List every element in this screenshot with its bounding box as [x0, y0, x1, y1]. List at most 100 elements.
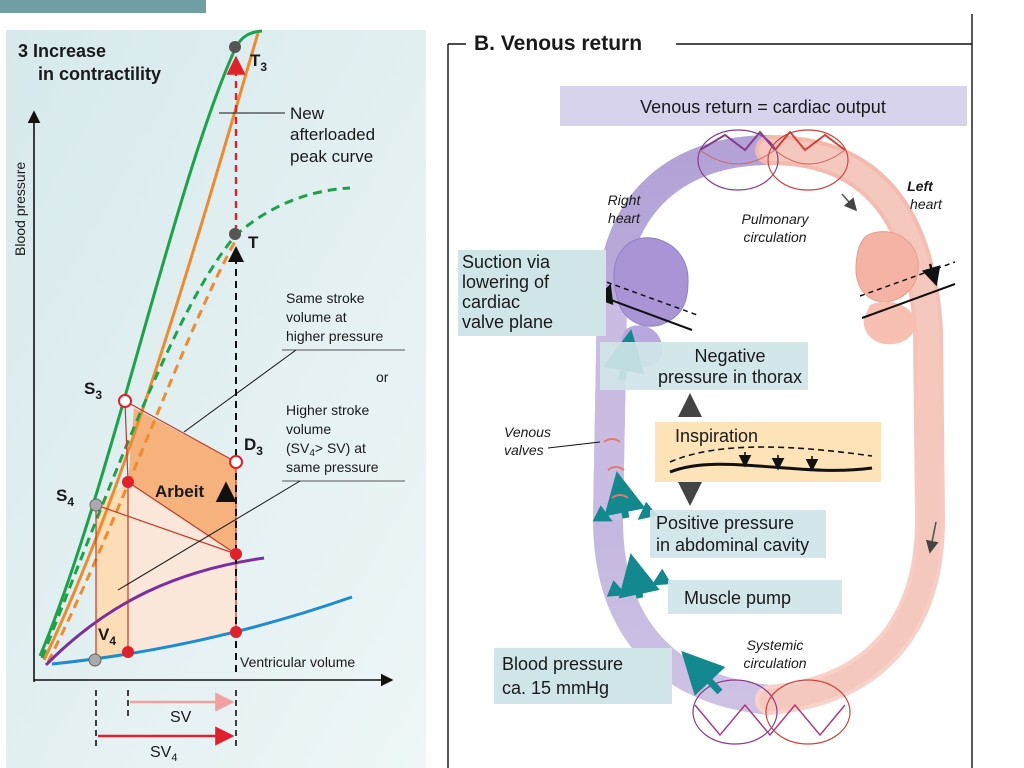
- right-heart-label-1: Right: [608, 192, 642, 208]
- left-valve-shift-arrow: [921, 263, 941, 287]
- vena-cava: [593, 299, 627, 521]
- venous-valves-label-1: Venous: [504, 424, 551, 440]
- equation-box: [560, 86, 967, 126]
- flow-arrow-systemic: [681, 650, 726, 696]
- left-panel-background: [6, 30, 426, 768]
- diaphragm-relaxed-line: [669, 446, 873, 463]
- positive-pressure-box: [650, 510, 826, 558]
- pulmonary-label-2: circulation: [743, 229, 806, 245]
- annotation-new-curve-line-2: afterloaded: [290, 125, 375, 144]
- annotation-higher-sv-line-2: volume: [286, 421, 331, 437]
- passive-filling-curve: [51, 595, 353, 666]
- old-afterloaded-peak-curve: [46, 235, 240, 663]
- pulmonary-capillary-bed: [697, 129, 849, 191]
- loop-line-s-d: [127, 481, 237, 555]
- loop-line-s4-d: [95, 504, 237, 555]
- muscle-pump-label: Muscle pump: [684, 588, 791, 608]
- point-t3: [229, 41, 241, 53]
- panel-heading: 3 Increase in contractility: [18, 41, 161, 84]
- negative-pressure-line-2: pressure in thorax: [658, 367, 802, 387]
- equation-text: Venous return = cardiac output: [640, 97, 886, 117]
- point-t: [229, 228, 241, 240]
- new-minimum-curve: [44, 556, 265, 667]
- panel-title: B. Venous return: [474, 32, 642, 55]
- diaphragm-contracted-line: [669, 462, 873, 474]
- compression-arrow-left-2: [606, 580, 627, 597]
- compression-arrow-right-1: [637, 501, 658, 520]
- point-v4: [88, 653, 102, 667]
- x-axis-label: Ventricular volume: [240, 654, 355, 670]
- annotation-or: or: [376, 369, 389, 385]
- negative-pressure-line-1: Negative: [694, 346, 765, 366]
- systemic-bed-branches: [694, 703, 846, 737]
- pulmonary-bed-venous-mesh: [697, 129, 779, 191]
- compression-arrow-right-2: [651, 568, 672, 586]
- suction-box: [458, 250, 606, 336]
- annotation-higher-sv-line-1: Higher stroke: [286, 402, 369, 418]
- flow-arrow-abdomen: [604, 471, 646, 519]
- left-heart-label-2: heart: [910, 196, 943, 212]
- original-work-area: [96, 482, 236, 660]
- annotation-higher-sv-line-3: (SV4> SV) at: [286, 440, 366, 459]
- label-v4: V4: [98, 625, 116, 648]
- left-heart-label-1: Left: [907, 178, 934, 194]
- blood-pressure-box: [494, 648, 672, 704]
- annotation-same-sv-line-1: Same stroke: [286, 290, 365, 306]
- label-d3: D3: [244, 435, 263, 458]
- left-valve-plane-line: [861, 283, 956, 319]
- label-t: T: [248, 233, 259, 252]
- diaphragm-descent-arrows: [738, 452, 819, 472]
- right-heart: [613, 237, 689, 327]
- point-s4: [89, 498, 103, 512]
- annotation-new-curve: New afterloaded peak curve: [219, 104, 375, 166]
- annotation-same-sv-leader: [183, 349, 297, 433]
- flow-arrow-muscle: [618, 553, 660, 599]
- left-heart: [855, 231, 919, 303]
- suction-line-4: valve plane: [462, 312, 553, 332]
- suction-label: Suction via lowering of cardiac valve pl…: [462, 252, 553, 332]
- annotation-higher-sv-leader: [117, 480, 301, 591]
- point-v: [230, 626, 242, 638]
- systemic-label-2: circulation: [743, 655, 806, 671]
- suction-line-1: Suction via: [462, 252, 551, 272]
- blood-pressure-line-2: ca. 15 mmHg: [502, 678, 609, 698]
- pulmonary-bed-arterial-branches: [774, 130, 846, 152]
- new-isovolumic-peak-curve: [38, 29, 263, 657]
- systemic-bed-venous-mesh: [692, 679, 778, 745]
- point-d: [230, 548, 242, 560]
- increased-work-area: [128, 408, 236, 554]
- positive-pressure-line-1: Positive pressure: [656, 513, 794, 533]
- compression-arrow-left-1: [592, 505, 613, 522]
- blood-pressure-line-1: Blood pressure: [502, 654, 623, 674]
- negative-pressure-box: [600, 342, 808, 390]
- heading-line-2: in contractility: [38, 64, 161, 84]
- systemic-arterial-flow-arrow: [925, 521, 939, 554]
- old-isovolumic-peak-curve: [40, 186, 351, 659]
- muscle-pump-box: [668, 580, 842, 614]
- venous-valve-flaps: [603, 438, 629, 499]
- positive-pressure-line-2: in abdominal cavity: [656, 535, 809, 555]
- annotation-higher-sv-line-4: same pressure: [286, 459, 379, 475]
- inspiration-label: Inspiration: [675, 426, 758, 446]
- venous-valves-leader: [547, 441, 601, 449]
- sv4-label: SV4: [150, 744, 177, 764]
- pulmonary-label-1: Pulmonary: [742, 211, 810, 227]
- sv-label: SV: [170, 709, 192, 726]
- y-axis-label: Blood pressure: [12, 162, 28, 256]
- annotation-same-sv-line-2: volume at: [286, 309, 347, 325]
- right-valve-plane-dashed: [589, 275, 701, 317]
- point-s3: [118, 394, 132, 408]
- loop-line-s3-d3: [124, 400, 237, 463]
- heading-line-1: 3 Increase: [18, 41, 106, 61]
- label-s3: S3: [84, 379, 102, 402]
- loop-line-s3-s: [124, 400, 129, 483]
- label-t3: T3: [250, 51, 267, 74]
- annotation-same-sv-line-3: higher pressure: [286, 328, 383, 344]
- annotation-new-curve-line-3: peak curve: [290, 147, 373, 166]
- pulmonary-bed-arterial-mesh: [767, 129, 849, 191]
- point-d3: [229, 455, 243, 469]
- systemic-bed-arterial-mesh: [765, 679, 851, 745]
- venous-valves-label-2: valves: [504, 442, 544, 458]
- systemic-capillary-bed: [692, 679, 851, 745]
- work-label: Arbeit: [155, 482, 204, 501]
